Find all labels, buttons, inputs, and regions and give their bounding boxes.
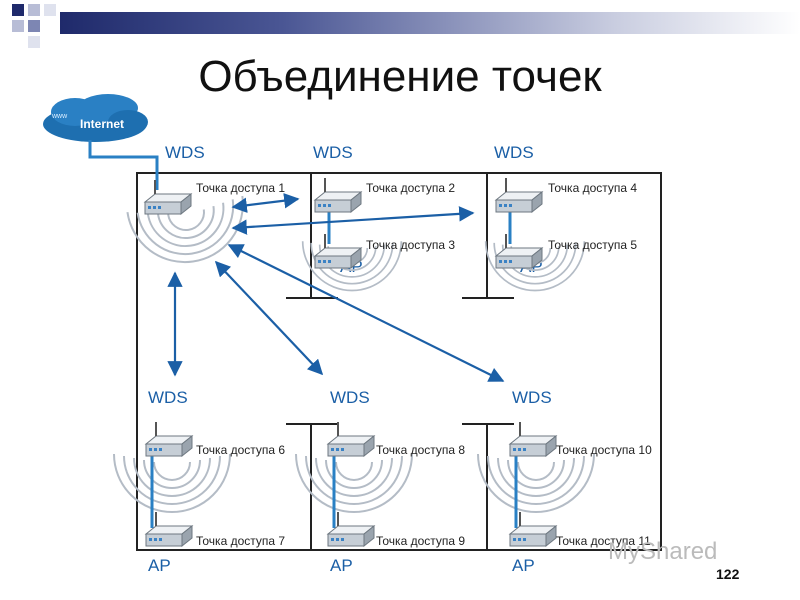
ap-label-5: AP xyxy=(512,556,535,575)
wds-label-4: WDS xyxy=(148,388,188,407)
page-number: 122 xyxy=(716,566,740,582)
wds-arrow xyxy=(231,193,300,213)
router-icon xyxy=(144,179,192,215)
wds-arrow xyxy=(214,260,324,376)
wds-label-3: WDS xyxy=(494,143,534,162)
wds-label-1: WDS xyxy=(165,143,205,162)
coverage-waves xyxy=(477,453,595,513)
wds-label-2: WDS xyxy=(313,143,353,162)
access-point-2-label: Точка доступа 2 xyxy=(366,181,455,195)
router-icon xyxy=(314,177,362,213)
internet-link xyxy=(88,140,159,190)
access-point-3-label: Точка доступа 3 xyxy=(366,238,455,252)
wds-label-6: WDS xyxy=(512,388,552,407)
access-point-4-label: Точка доступа 4 xyxy=(548,181,637,195)
wds-arrow xyxy=(231,206,475,235)
deco-square xyxy=(28,4,40,16)
wds-arrows xyxy=(167,193,505,382)
access-point-8-label: Точка доступа 8 xyxy=(376,443,465,457)
deco-square xyxy=(12,20,24,32)
wds-arrow xyxy=(227,244,505,382)
decorative-gradient-bar xyxy=(60,12,800,34)
router-icon xyxy=(314,233,362,269)
ap-label-4: AP xyxy=(330,556,353,575)
coverage-waves xyxy=(295,453,413,513)
internet-www-label: www xyxy=(51,113,68,120)
access-point-10-label: Точка доступа 10 xyxy=(556,443,652,457)
access-point-6-label: Точка доступа 6 xyxy=(196,443,285,457)
access-point-7-label: Точка доступа 7 xyxy=(196,534,285,548)
deco-square xyxy=(44,4,56,16)
internet-cloud-icon: www Internet xyxy=(43,94,148,142)
deco-square xyxy=(12,4,24,16)
router-icon xyxy=(327,421,375,457)
access-point-11-label: Точка доступа 11 xyxy=(556,534,651,548)
wds-label-5: WDS xyxy=(330,388,370,407)
router-icon xyxy=(495,233,543,269)
access-point-5-label: Точка доступа 5 xyxy=(548,238,637,252)
router-icon xyxy=(495,177,543,213)
decorative-squares xyxy=(12,4,56,48)
router-icon xyxy=(509,421,557,457)
deco-square xyxy=(28,36,40,48)
ap-label-3: AP xyxy=(148,556,171,575)
router-icon xyxy=(145,421,193,457)
watermark-text: MyShared xyxy=(608,538,718,565)
access-point-9-label: Точка доступа 9 xyxy=(376,534,465,548)
slide-title: Объединение точек xyxy=(198,52,602,101)
deco-square xyxy=(28,20,40,32)
access-point-1-label: Точка доступа 1 xyxy=(196,181,285,195)
coverage-waves xyxy=(113,453,231,513)
internet-label: Internet xyxy=(80,117,124,131)
